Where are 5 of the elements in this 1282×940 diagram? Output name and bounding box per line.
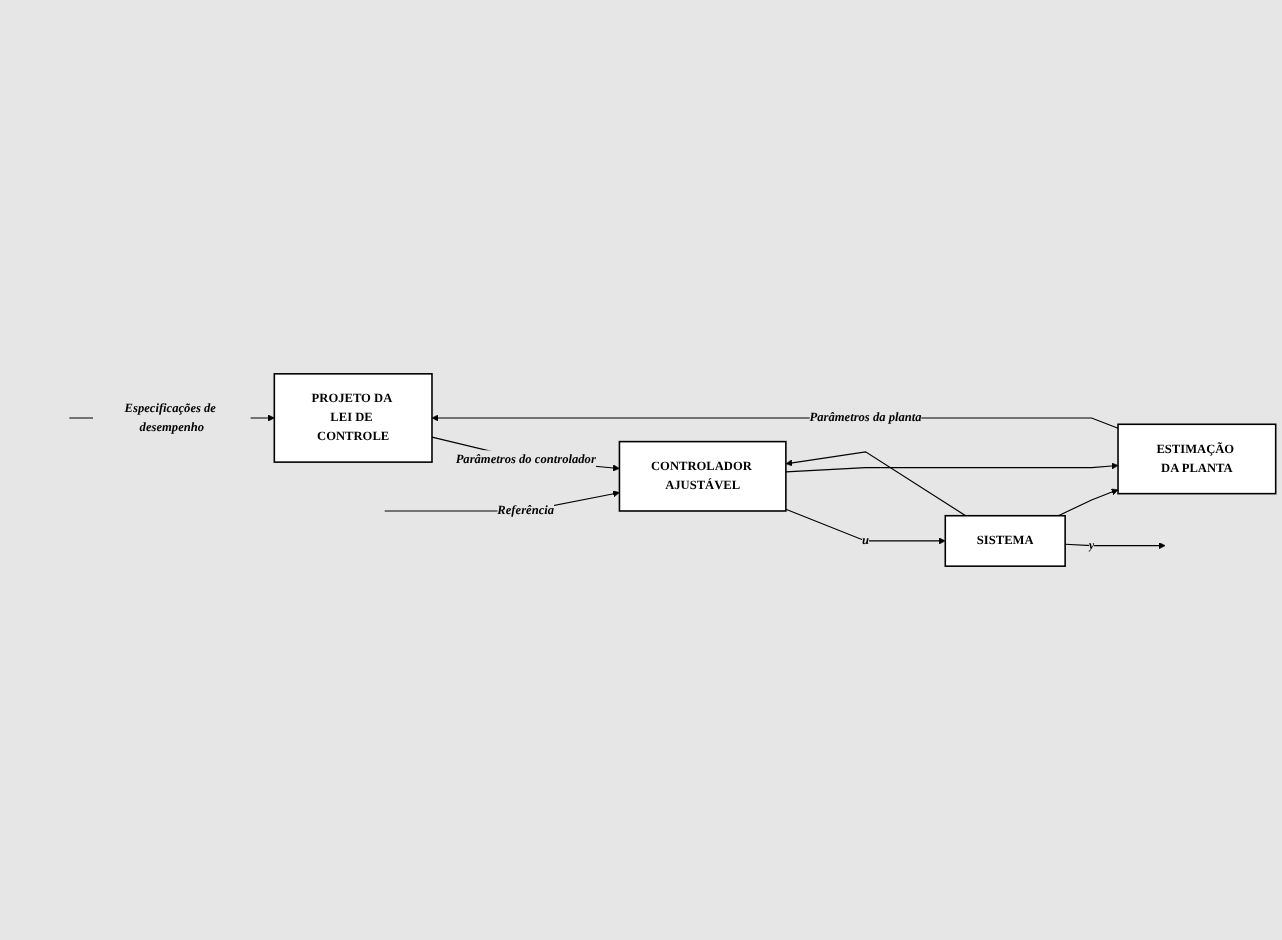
arrow <box>1064 542 1166 550</box>
arrow <box>785 451 967 517</box>
arrow <box>1057 488 1119 517</box>
arrow <box>785 462 1119 473</box>
arrow <box>785 508 946 545</box>
